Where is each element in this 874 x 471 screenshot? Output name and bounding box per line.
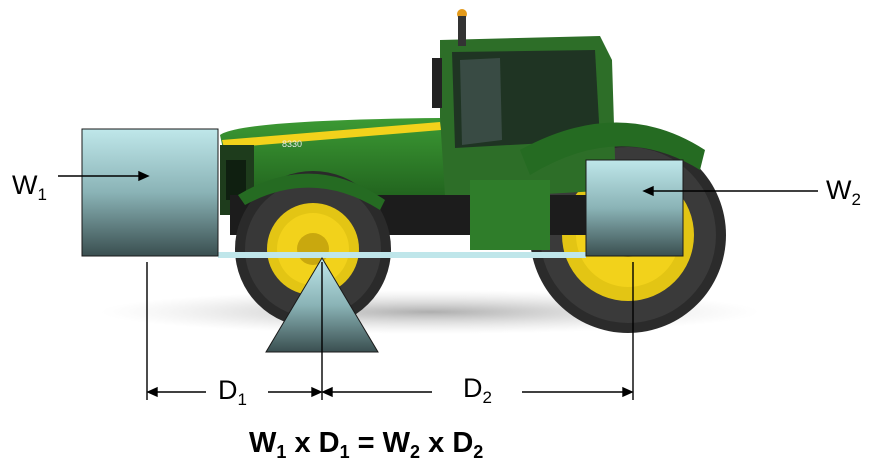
tractor-badge: 8330	[282, 139, 302, 149]
lever-beam	[218, 252, 586, 258]
d1-label: D1	[218, 375, 247, 409]
lever-equation: W1 x D1 = W2 x D2	[249, 427, 484, 462]
rear-fender	[520, 122, 705, 175]
w2-arrow	[642, 185, 818, 197]
w1-label: W1	[12, 170, 47, 204]
w2-label: W2	[826, 175, 861, 209]
d2-dimension-arrows	[321, 386, 634, 398]
weight-w2-box	[585, 159, 684, 257]
w1-arrow	[58, 170, 150, 182]
weight-w1-box	[81, 128, 219, 257]
d1-dimension-arrows	[146, 386, 323, 398]
d2-label: D2	[463, 373, 492, 407]
